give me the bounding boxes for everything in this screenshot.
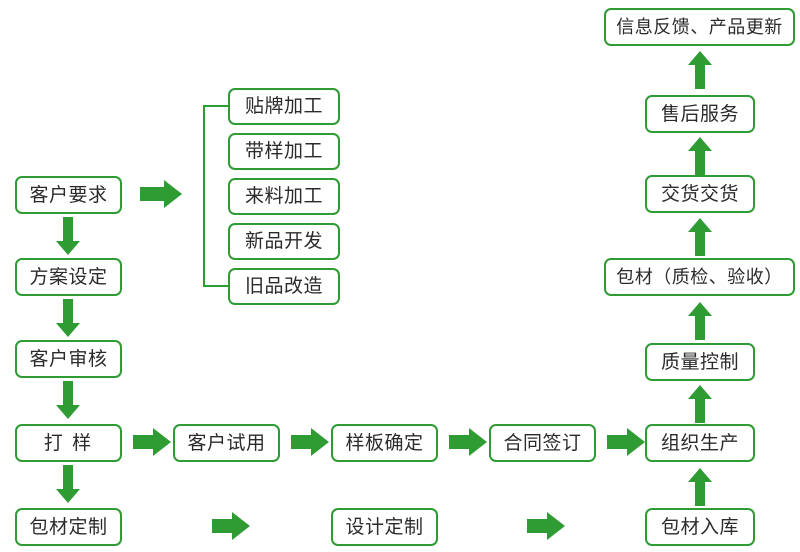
node-branch-refurbish[interactable]: 旧品改造 bbox=[228, 268, 340, 305]
branch-bracket-connector bbox=[196, 100, 236, 292]
node-branch-sample-processing[interactable]: 带样加工 bbox=[228, 133, 340, 170]
node-delivery[interactable]: 交货交货 bbox=[645, 175, 755, 213]
node-sampling[interactable]: 打 样 bbox=[15, 424, 122, 462]
arrow-right-requirement-to-branches bbox=[140, 178, 186, 212]
arrow-down-review-to-sampling bbox=[53, 381, 83, 421]
node-packaging-inspection[interactable]: 包材（质检、验收） bbox=[604, 258, 795, 296]
node-customer-trial[interactable]: 客户试用 bbox=[173, 424, 280, 462]
node-sample-confirm[interactable]: 样板确定 bbox=[331, 424, 438, 462]
arrow-right-contract-to-production bbox=[607, 426, 647, 460]
node-feedback-update[interactable]: 信息反馈、产品更新 bbox=[604, 8, 795, 46]
arrow-down-plan-to-review bbox=[53, 299, 83, 339]
arrow-right-trial-to-sample-confirm bbox=[291, 426, 331, 460]
node-after-sales[interactable]: 售后服务 bbox=[645, 95, 755, 133]
arrow-up-production-to-quality bbox=[685, 384, 715, 424]
arrow-down-sampling-to-packaging-custom bbox=[53, 465, 83, 505]
arrow-right-packaging-custom-to-design bbox=[212, 510, 252, 544]
arrow-down-requirement-to-plan bbox=[53, 217, 83, 257]
arrow-up-quality-to-inspection bbox=[685, 301, 715, 341]
arrow-up-delivery-to-after-sales bbox=[685, 136, 715, 176]
arrow-right-sample-confirm-to-contract bbox=[449, 426, 489, 460]
node-packaging-custom[interactable]: 包材定制 bbox=[15, 508, 122, 546]
node-branch-material-processing[interactable]: 来料加工 bbox=[228, 178, 340, 215]
node-packaging-instock[interactable]: 包材入库 bbox=[645, 508, 755, 546]
arrow-right-design-to-packaging-instock bbox=[527, 510, 567, 544]
node-branch-oem[interactable]: 贴牌加工 bbox=[228, 88, 340, 125]
arrow-up-after-sales-to-feedback bbox=[685, 50, 715, 90]
node-customer-requirement[interactable]: 客户要求 bbox=[15, 176, 122, 214]
arrow-up-inspection-to-delivery bbox=[685, 217, 715, 257]
node-quality-control[interactable]: 质量控制 bbox=[645, 343, 755, 381]
node-design-custom[interactable]: 设计定制 bbox=[331, 508, 438, 546]
arrow-up-instock-to-production bbox=[685, 467, 715, 507]
node-branch-new-product[interactable]: 新品开发 bbox=[228, 223, 340, 260]
node-contract-sign[interactable]: 合同签订 bbox=[489, 424, 596, 462]
node-plan-setting[interactable]: 方案设定 bbox=[15, 258, 122, 296]
node-customer-review[interactable]: 客户审核 bbox=[15, 340, 122, 378]
node-organize-production[interactable]: 组织生产 bbox=[645, 424, 755, 462]
arrow-right-sampling-to-trial bbox=[133, 426, 173, 460]
